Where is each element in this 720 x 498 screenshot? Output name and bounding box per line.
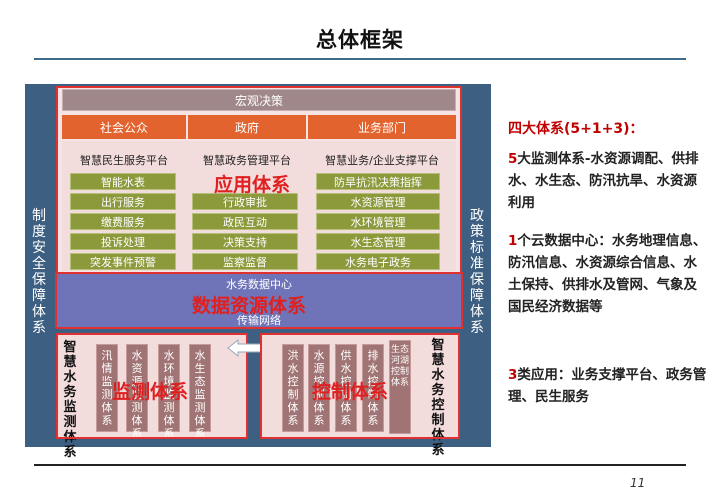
footer-divider — [34, 464, 686, 466]
data-center-label: 水务数据中心 — [226, 278, 292, 291]
application-system-label: 应用体系 — [214, 174, 291, 196]
column-title: 智慧业务/企业支撑平台 — [325, 154, 439, 167]
page-number: 11 — [630, 476, 646, 490]
left-side-label: 制度安全保障体系 — [32, 208, 46, 336]
list-item: 水环境监测体系 — [158, 344, 180, 440]
list-item: 水生态监测体系 — [189, 344, 211, 440]
summary-number: 1 — [508, 233, 518, 249]
list-item: 突发事件预警 — [70, 253, 176, 270]
list-item: 供水控制体系 — [335, 344, 357, 432]
list-item: 水资源监测体系 — [126, 344, 148, 440]
list-item: 水资源管理 — [316, 193, 440, 210]
monitoring-area — [56, 333, 248, 439]
monitoring-system-label: 监测体系 — [112, 381, 189, 403]
control-side-label: 智慧水务控制体系 — [431, 338, 445, 458]
list-item: 水生态管理 — [316, 233, 440, 250]
list-item: 智能水表 — [70, 173, 176, 190]
monitoring-system-outline — [56, 333, 248, 439]
summary-number: 3 — [508, 367, 518, 383]
summary-data-center: 1个云数据中心：水务地理信息、防汛信息、水资源综合信息、水土保持、供排水及管网、… — [508, 230, 708, 318]
list-item: 投诉处理 — [70, 233, 176, 250]
list-item: 出行服务 — [70, 193, 176, 210]
list-item: 排水控制体系 — [362, 344, 384, 432]
summary-monitoring: 5大监测体系-水资源调配、供排水、水生态、防汛抗旱、水资源利用 — [508, 148, 708, 214]
summary-text: 类应用：业务支撑平台、政务管理、民生服务 — [508, 367, 707, 405]
group-government: 政府 — [188, 115, 306, 139]
summary-number: 5 — [508, 151, 518, 167]
right-side-label: 政策标准保障体系 — [470, 208, 484, 336]
group-business: 业务部门 — [308, 115, 456, 139]
list-item: 水环境管理 — [316, 213, 440, 230]
list-item: 防旱抗汛决策指挥 — [316, 173, 440, 190]
list-item: 水务电子政务 — [316, 253, 440, 270]
title-divider — [34, 58, 686, 60]
list-item: 政民互动 — [192, 213, 298, 230]
data-system-label: 数据资源体系 — [192, 295, 307, 317]
monitoring-side-label: 智慧水务监测体系 — [63, 340, 77, 460]
list-item: 决策支持 — [192, 233, 298, 250]
summary-text: 大监测体系-水资源调配、供排水、水生态、防汛抗旱、水资源利用 — [508, 151, 699, 211]
list-item: 监察监督 — [192, 253, 298, 270]
macro-decision-bar: 宏观决策 — [62, 89, 456, 111]
list-item: 行政审批 — [192, 193, 298, 210]
summary-applications: 3类应用：业务支撑平台、政务管理、民生服务 — [508, 364, 708, 408]
list-item: 洪水控制体系 — [282, 344, 304, 432]
group-public: 社会公众 — [62, 115, 186, 139]
list-item: 缴费服务 — [70, 213, 176, 230]
column-title: 智慧民生服务平台 — [80, 154, 168, 167]
data-system-outline — [55, 272, 463, 329]
list-item: 汛情监测体系 — [96, 344, 118, 432]
control-system-outline — [260, 333, 460, 439]
summary-text: 个云数据中心：水务地理信息、防汛信息、水资源综合信息、水土保持、供排水及管网、气… — [508, 233, 707, 315]
page-title: 总体框架 — [316, 28, 404, 52]
column-title: 智慧政务管理平台 — [203, 154, 291, 167]
summary-heading: 四大体系(5+1+3)： — [508, 121, 644, 137]
network-label: 传输网络 — [237, 314, 281, 327]
control-system-label: 控制体系 — [312, 381, 389, 403]
data-center-bar — [55, 272, 463, 329]
list-item: 生态河湖控制体系 — [389, 340, 411, 434]
list-item: 水源控制体系 — [308, 344, 330, 432]
